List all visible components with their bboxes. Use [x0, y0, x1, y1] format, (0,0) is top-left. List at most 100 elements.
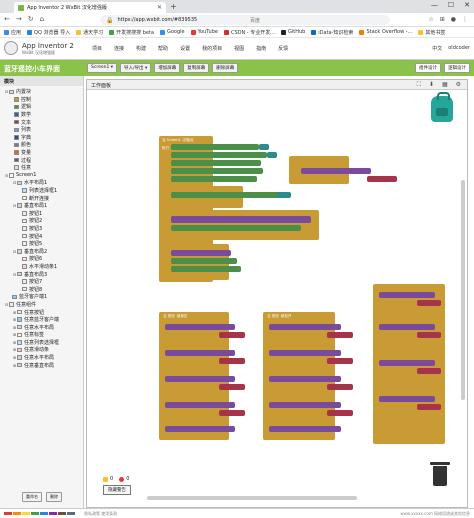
- tree-item-component[interactable]: 按钮3: [0, 225, 83, 233]
- setter-block[interactable]: [171, 152, 267, 158]
- tree-item-any-component[interactable]: ⊞任意水平布局: [12, 324, 55, 331]
- tree-item-text[interactable]: 文本: [0, 118, 83, 126]
- tree-item-math[interactable]: 数学: [0, 111, 83, 119]
- bookmark-item[interactable]: Stack Overflow -...: [359, 29, 412, 35]
- menu-feedback[interactable]: 反馈: [278, 46, 289, 52]
- tree-item-component[interactable]: 水平滑动条1: [0, 263, 83, 271]
- tree-item-component[interactable]: ⊟垂直布局2: [12, 248, 48, 255]
- tree-item-procedures[interactable]: 过程: [0, 156, 83, 164]
- maximize-icon[interactable]: ☐: [447, 1, 455, 9]
- tree-item-component[interactable]: 按钮7: [0, 278, 83, 286]
- tree-item-component[interactable]: ⊟Screen1: [4, 172, 37, 179]
- delete-screen-button[interactable]: 删除屏幕: [212, 63, 239, 73]
- tree-item-any-component[interactable]: ⊟任意组件: [4, 301, 37, 308]
- text-block[interactable]: [327, 332, 353, 338]
- tree-item-any-component[interactable]: ⊞任意按钮: [12, 309, 45, 316]
- download-icon[interactable]: ⬇: [428, 81, 434, 88]
- bookmark-item[interactable]: CSDN - 专业开发...: [223, 29, 275, 36]
- text-block[interactable]: [417, 300, 441, 306]
- screen-select[interactable]: Screen1 ▾: [87, 63, 118, 73]
- text-block[interactable]: [417, 404, 441, 410]
- delete-button[interactable]: 删除: [46, 492, 62, 502]
- bookmark-item[interactable]: 其他书签: [418, 29, 445, 36]
- menu-my-projects[interactable]: 我的项目: [202, 46, 223, 52]
- call-block[interactable]: [379, 360, 435, 366]
- tree-item-variables[interactable]: 变量: [0, 149, 83, 157]
- bookmark-item[interactable]: GitHub: [280, 29, 305, 35]
- blocks-button[interactable]: 逻辑设计: [444, 63, 470, 73]
- call-block[interactable]: [379, 292, 435, 298]
- text-block[interactable]: [219, 358, 245, 364]
- menu-settings[interactable]: 设置: [180, 46, 191, 52]
- close-tab-icon[interactable]: ✕: [156, 4, 162, 11]
- designer-button[interactable]: 组件设计: [415, 63, 441, 73]
- bookmark-item[interactable]: YouTube: [190, 29, 218, 35]
- value-block[interactable]: [259, 144, 269, 150]
- menu-guide[interactable]: 指南: [256, 46, 267, 52]
- settings-icon[interactable]: ⚙: [455, 81, 461, 88]
- text-block[interactable]: [367, 176, 397, 182]
- language-select[interactable]: 中文: [432, 46, 443, 52]
- import-export-button[interactable]: 导入/导出 ▾: [120, 63, 152, 73]
- tree-item-component[interactable]: 列表选择框1: [0, 187, 83, 195]
- tree-item-any-component[interactable]: ⊞任意水平布局: [12, 355, 55, 362]
- call-block[interactable]: [269, 402, 341, 408]
- close-window-icon[interactable]: ✕: [464, 1, 470, 9]
- menu-projects[interactable]: 项目: [92, 46, 103, 52]
- menu-icon[interactable]: ⋮: [462, 16, 468, 23]
- bookmark-item[interactable]: 通天学习: [76, 29, 103, 36]
- tree-item-component[interactable]: 按钮2: [0, 217, 83, 225]
- tree-item-builtins[interactable]: ⊟内置块: [4, 89, 32, 96]
- call-block[interactable]: [165, 376, 235, 382]
- tree-item-component[interactable]: ⊟垂直布局3: [12, 271, 48, 278]
- grid-icon[interactable]: ▦: [441, 81, 448, 88]
- tree-item-any[interactable]: 任意: [0, 164, 83, 172]
- warning-indicator[interactable]: 0 0: [103, 476, 129, 482]
- call-block[interactable]: [165, 402, 235, 408]
- copy-screen-button[interactable]: 复制屏幕: [183, 63, 210, 73]
- bookmark-item[interactable]: Google: [159, 29, 185, 35]
- tree-item-any-component[interactable]: ⊞任意列表选择框: [12, 339, 60, 346]
- setter-block[interactable]: [171, 266, 241, 272]
- setter-block[interactable]: [171, 176, 257, 182]
- url-input[interactable]: 🔒 https://app.wxbit.com/#839535 百度: [100, 15, 390, 25]
- bookmark-item[interactable]: iData-知识检索: [311, 29, 353, 36]
- text-block[interactable]: [327, 410, 353, 416]
- tree-item-component[interactable]: 按钮5: [0, 240, 83, 248]
- call-block[interactable]: [269, 324, 341, 330]
- forward-icon[interactable]: →: [15, 15, 22, 23]
- tree-item-component[interactable]: ⊟水平布局1: [12, 180, 48, 187]
- add-screen-button[interactable]: 增加屏幕: [154, 63, 181, 73]
- text-block[interactable]: [219, 410, 245, 416]
- tree-item-control[interactable]: 控制: [0, 96, 83, 104]
- tree-item-colors[interactable]: 颜色: [0, 141, 83, 149]
- tree-item-any-component[interactable]: ⊞任意标签: [12, 332, 45, 339]
- setter-block[interactable]: [171, 258, 237, 264]
- vertical-scrollbar[interactable]: [461, 180, 465, 400]
- tree-item-logic[interactable]: 逻辑: [0, 103, 83, 111]
- text-block[interactable]: [219, 332, 245, 338]
- tree-item-component[interactable]: ⊟垂直布局1: [12, 203, 48, 210]
- tree-item-any-component[interactable]: ⊞任意垂直布局: [12, 362, 55, 369]
- blocks-workspace[interactable]: 工作面板 ⛶ ⬇ ▦ ⚙ 当 Screen1 .初始化 执行 当 按钮 .被按压: [86, 79, 468, 508]
- call-block[interactable]: [171, 250, 231, 256]
- menu-help[interactable]: 帮助: [158, 46, 169, 52]
- text-block[interactable]: [417, 368, 441, 374]
- star-icon[interactable]: ☆: [428, 16, 434, 23]
- text-block[interactable]: [327, 384, 353, 390]
- back-icon[interactable]: ←: [4, 15, 10, 23]
- menu-view[interactable]: 视图: [234, 46, 245, 52]
- hide-warnings-button[interactable]: 隐藏警告: [103, 485, 131, 495]
- call-block[interactable]: [269, 426, 341, 432]
- menu-build[interactable]: 构建: [136, 46, 147, 52]
- tree-item-component[interactable]: 按钮4: [0, 232, 83, 240]
- horizontal-scrollbar[interactable]: [147, 496, 357, 500]
- profile-icon[interactable]: ●: [450, 16, 456, 23]
- tree-item-component[interactable]: 按钮6: [0, 255, 83, 263]
- tree-item-component[interactable]: 按钮8: [0, 285, 83, 293]
- menu-connect[interactable]: 连接: [114, 46, 125, 52]
- call-block[interactable]: [171, 216, 311, 223]
- setter-block[interactable]: [171, 160, 261, 166]
- tree-item-component[interactable]: 按钮1: [0, 210, 83, 218]
- rename-button[interactable]: 重命名: [22, 492, 42, 502]
